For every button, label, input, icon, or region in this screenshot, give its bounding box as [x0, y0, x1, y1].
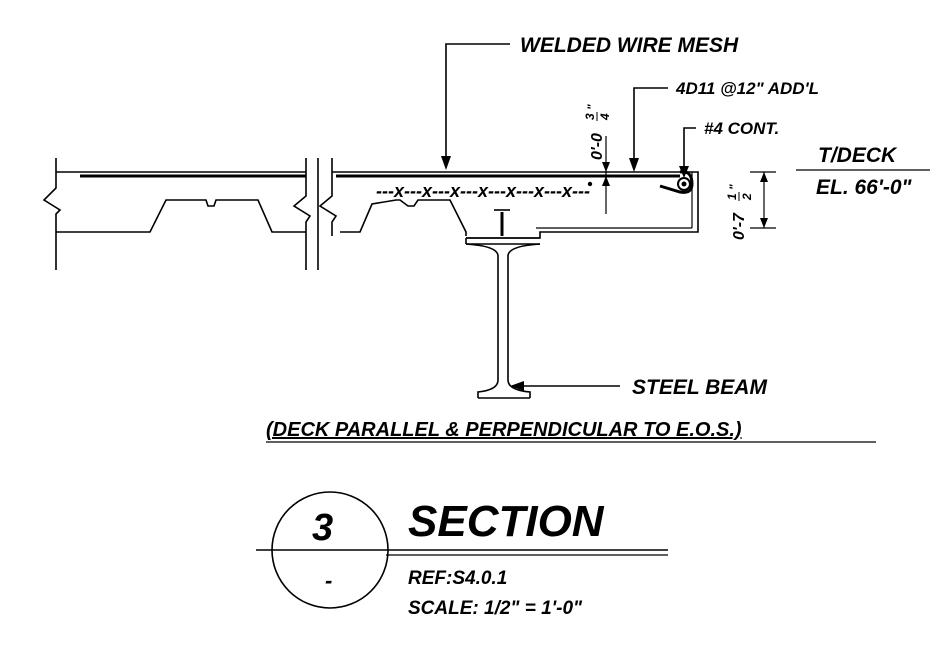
label-note: (DECK PARALLEL & PERPENDICULAR TO E.O.S.… [266, 419, 742, 441]
dim-cover-arrow-bot [602, 176, 610, 186]
dim-cover-inch: " [585, 104, 599, 110]
leader-addl [633, 87, 668, 164]
section-number: 3 [312, 507, 333, 549]
leader-wwm [445, 43, 510, 162]
arrow-addl [629, 158, 639, 172]
dim-cover-ft: 0'-0 [589, 133, 606, 160]
label-tdeck: T/DECK [818, 144, 898, 167]
leaders [441, 43, 696, 391]
beam-web-left [465, 243, 499, 398]
arrow-beam [510, 381, 524, 391]
break-line-left [42, 158, 62, 270]
section-title-block: 3 - SECTION REF:S4.0.1 SCALE: 1/2" = 1'-… [256, 491, 668, 619]
beam-web-right [507, 243, 541, 398]
section-scale: SCALE: 1/2" = 1'-0" [408, 598, 583, 619]
dim-cover: 0'-0 3 4 " [583, 104, 614, 214]
dim-depth-den: 2 [740, 193, 754, 201]
dim-depth: 0'-7 1 2 " [725, 171, 776, 240]
deck-profile-right [340, 199, 467, 236]
mesh-marker: ---x---x---x---x---x---x---x--- [376, 181, 590, 201]
break-line-mid-left [292, 158, 312, 270]
slab-left [42, 158, 312, 270]
dim-depth-inch: " [727, 184, 741, 190]
dim-cover-arrow-top [602, 162, 610, 172]
cont-bar-core [681, 181, 687, 187]
dim-cover-num: 3 [583, 113, 597, 120]
label-elevation: EL. 66'-0" [816, 176, 913, 199]
dim-depth-ft: 0'-7 [731, 212, 748, 240]
leader-cont [683, 127, 696, 170]
arrow-wwm [441, 156, 451, 170]
section-sheet: - [325, 568, 332, 593]
label-welded-wire-mesh: WELDED WIRE MESH [520, 34, 739, 57]
deck-profile-left [56, 199, 306, 233]
break-line-mid-right [318, 158, 338, 236]
label-cont-bar: #4 CONT. [704, 119, 779, 138]
arrow-cont [679, 166, 689, 178]
steel-beam [465, 237, 541, 399]
label-add-bars: 4D11 @12" ADD'L [675, 79, 819, 98]
section-title: SECTION [408, 497, 605, 546]
section-ref: REF:S4.0.1 [408, 568, 507, 589]
dim-cover-den: 4 [598, 113, 612, 121]
addl-bar-dot [587, 181, 593, 187]
dim-depth-arrow-top [760, 172, 768, 182]
label-steel-beam: STEEL BEAM [632, 376, 767, 399]
dim-depth-arrow-bot [760, 218, 768, 228]
dim-depth-num: 1 [725, 193, 739, 200]
